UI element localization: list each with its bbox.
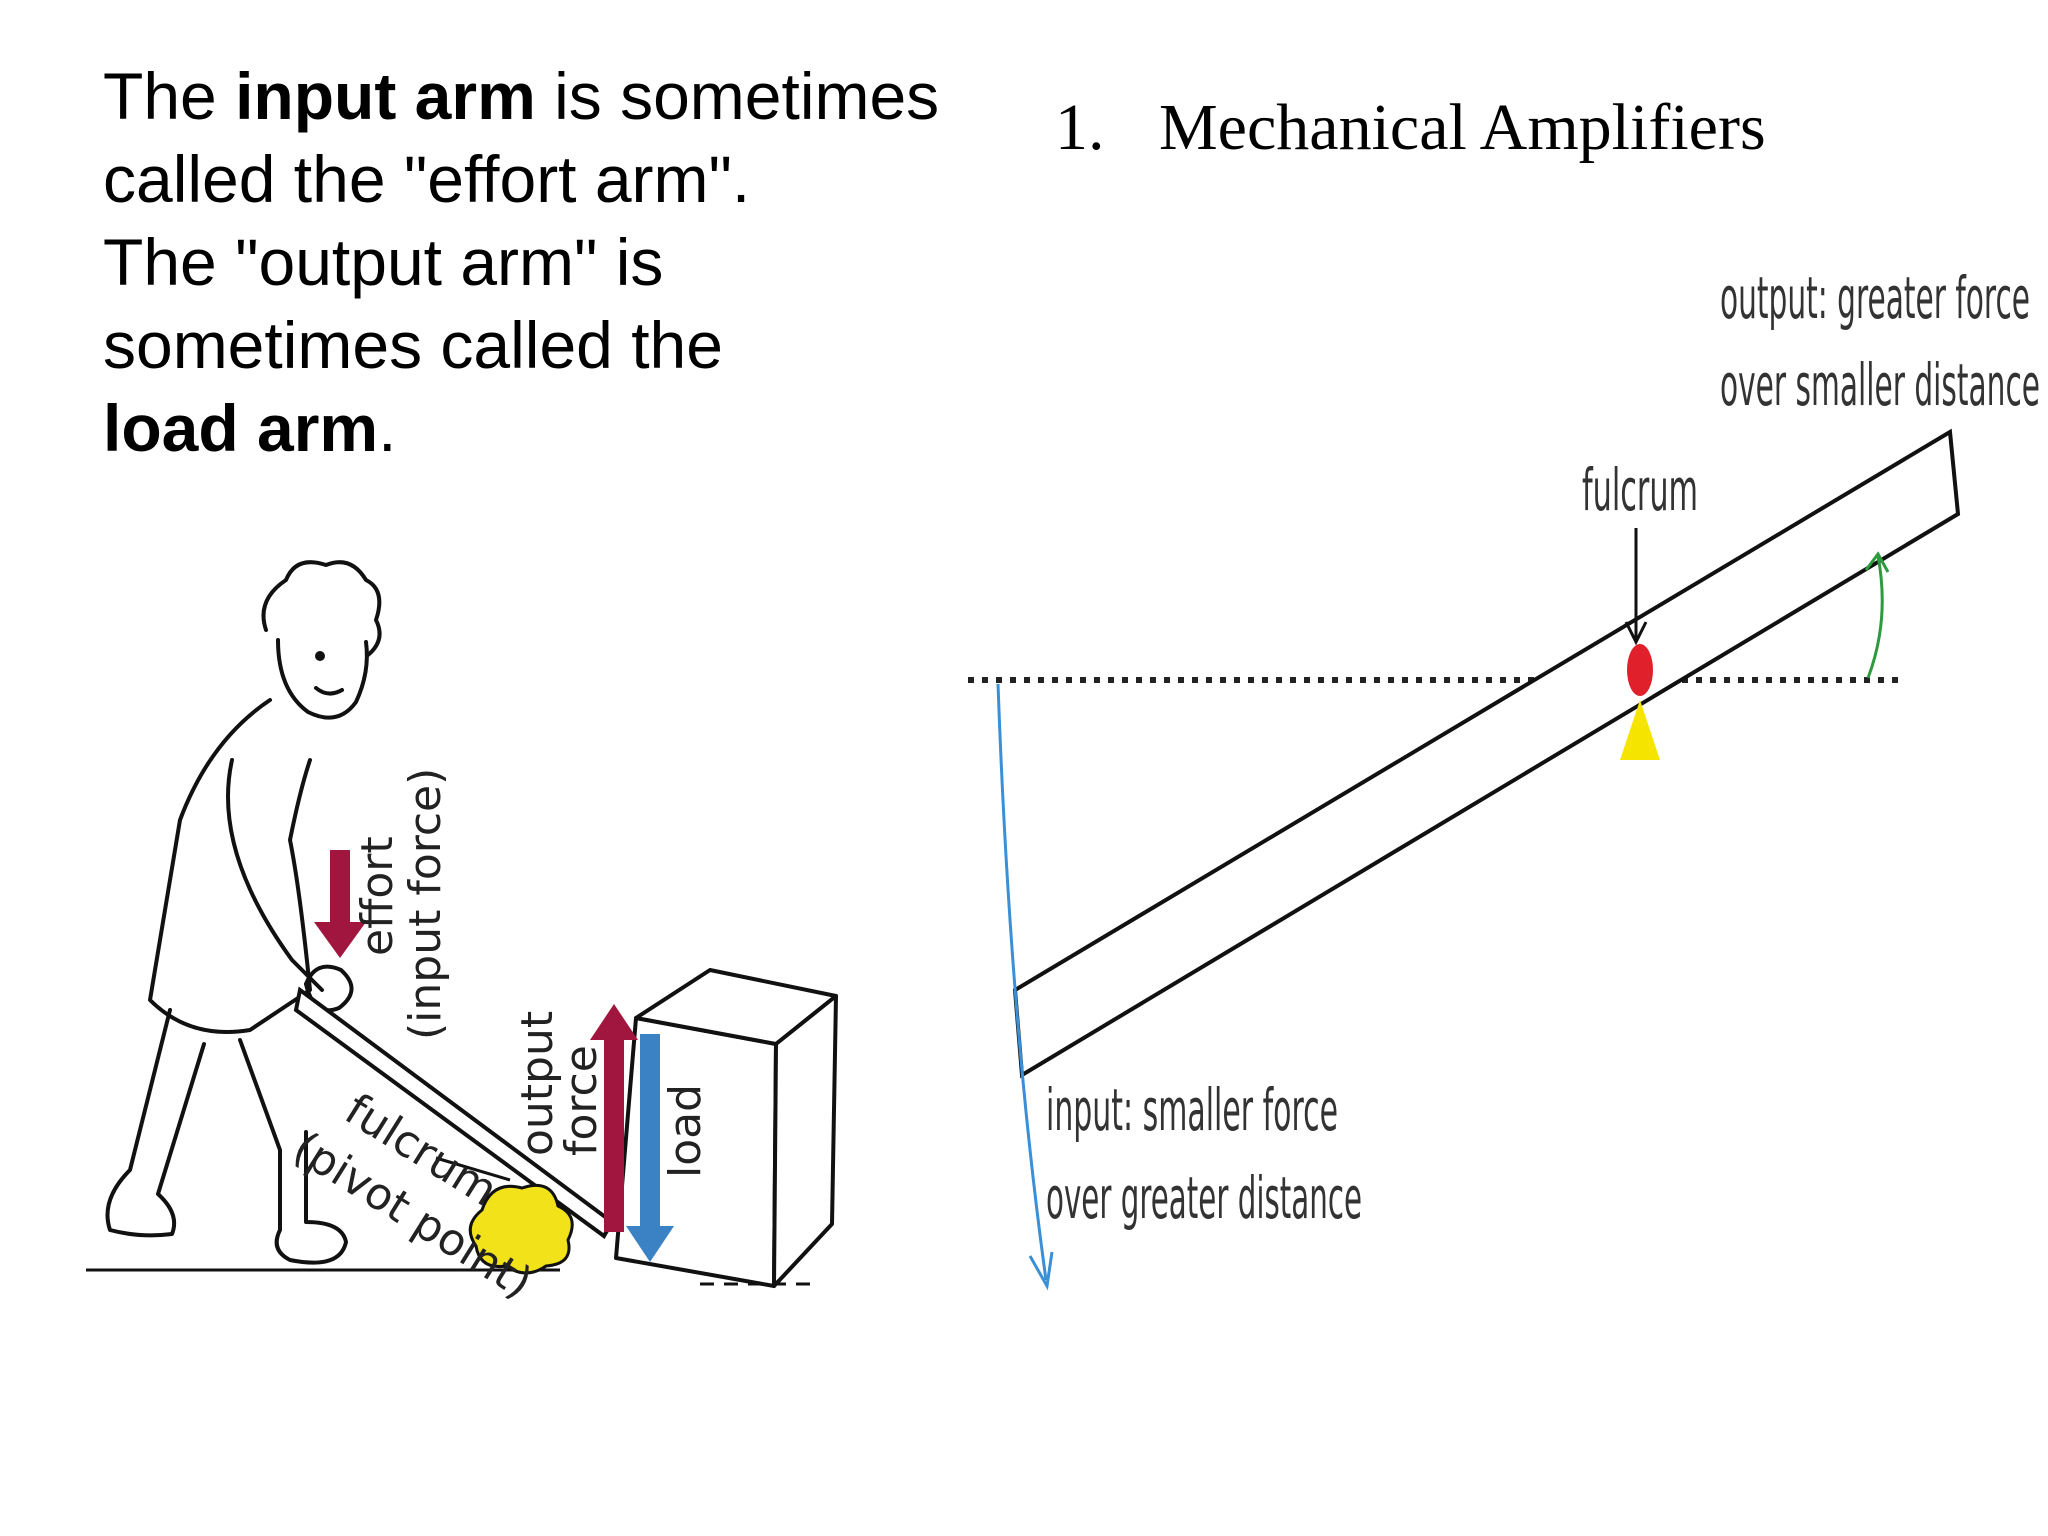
load-label: load [660, 1084, 711, 1178]
fulcrum-base-icon [1620, 700, 1660, 760]
term-input-arm: input arm [235, 59, 536, 133]
lever-diagram: output: greater force over smaller dista… [968, 264, 2040, 1291]
output-label: output [512, 1011, 563, 1156]
output-label-line-2: over smaller distance [1720, 351, 2040, 419]
smile [314, 686, 344, 696]
load-arrow-shaft [640, 1034, 660, 1230]
output-arrow-head-icon [590, 1004, 638, 1040]
leg-front [238, 1038, 348, 1265]
text-line-2: called the "effort arm". [103, 142, 751, 216]
output-arrow-head-icon [1864, 551, 1890, 573]
lever-arm-explanation: The input arm is sometimes called the "e… [103, 55, 1003, 470]
fulcrum-pointer-head-icon [1624, 621, 1648, 646]
input-label-line-1: input: smaller force [1046, 1076, 1338, 1144]
box-side [772, 994, 838, 1288]
effort-input-force-label: (input force) [400, 768, 451, 1040]
input-arrow-head-icon [1028, 1251, 1054, 1291]
term-load-arm: load arm [103, 391, 379, 465]
hair [261, 560, 382, 657]
slide-title: 1. Mechanical Amplifiers [1055, 88, 1766, 168]
person-figure [105, 560, 382, 1265]
text-line-5: load arm. [103, 391, 397, 465]
person-lever-illustration: effort (input force) output force load f… [86, 560, 838, 1309]
torso [148, 698, 312, 1034]
output-force-label: force [556, 1045, 607, 1156]
rock-fulcrum-icon [468, 1183, 574, 1275]
face [276, 638, 369, 720]
leg-back [105, 1008, 206, 1238]
input-label-line-2: over greater distance [1046, 1164, 1362, 1232]
fulcrum-pivot-icon [1627, 644, 1653, 696]
load-arrow-head-icon [626, 1226, 674, 1262]
text-line-3: The "output arm" is [103, 225, 664, 299]
effort-arrow-head-icon [314, 922, 366, 958]
title-text: Mechanical Amplifiers [1159, 91, 1766, 164]
text-line-4: sometimes called the [103, 308, 723, 382]
arm [226, 758, 324, 992]
output-arc-arrow-icon [1866, 555, 1884, 679]
eye [315, 651, 325, 661]
text-line-1: The input arm is sometimes [103, 59, 940, 133]
fulcrum-pointer-line [435, 1156, 511, 1182]
lever-bar [1012, 428, 1961, 1079]
input-arc-arrow-icon [996, 683, 1048, 1281]
lever-plank [293, 986, 615, 1239]
fulcrum-label: fulcrum [1582, 456, 1698, 524]
effort-arrow-shaft [330, 850, 350, 926]
output-label-line-1: output: greater force [1720, 264, 2030, 332]
title-number: 1. [1055, 91, 1105, 164]
output-arrow-shaft [604, 1036, 624, 1232]
effort-label: effort [352, 836, 403, 956]
